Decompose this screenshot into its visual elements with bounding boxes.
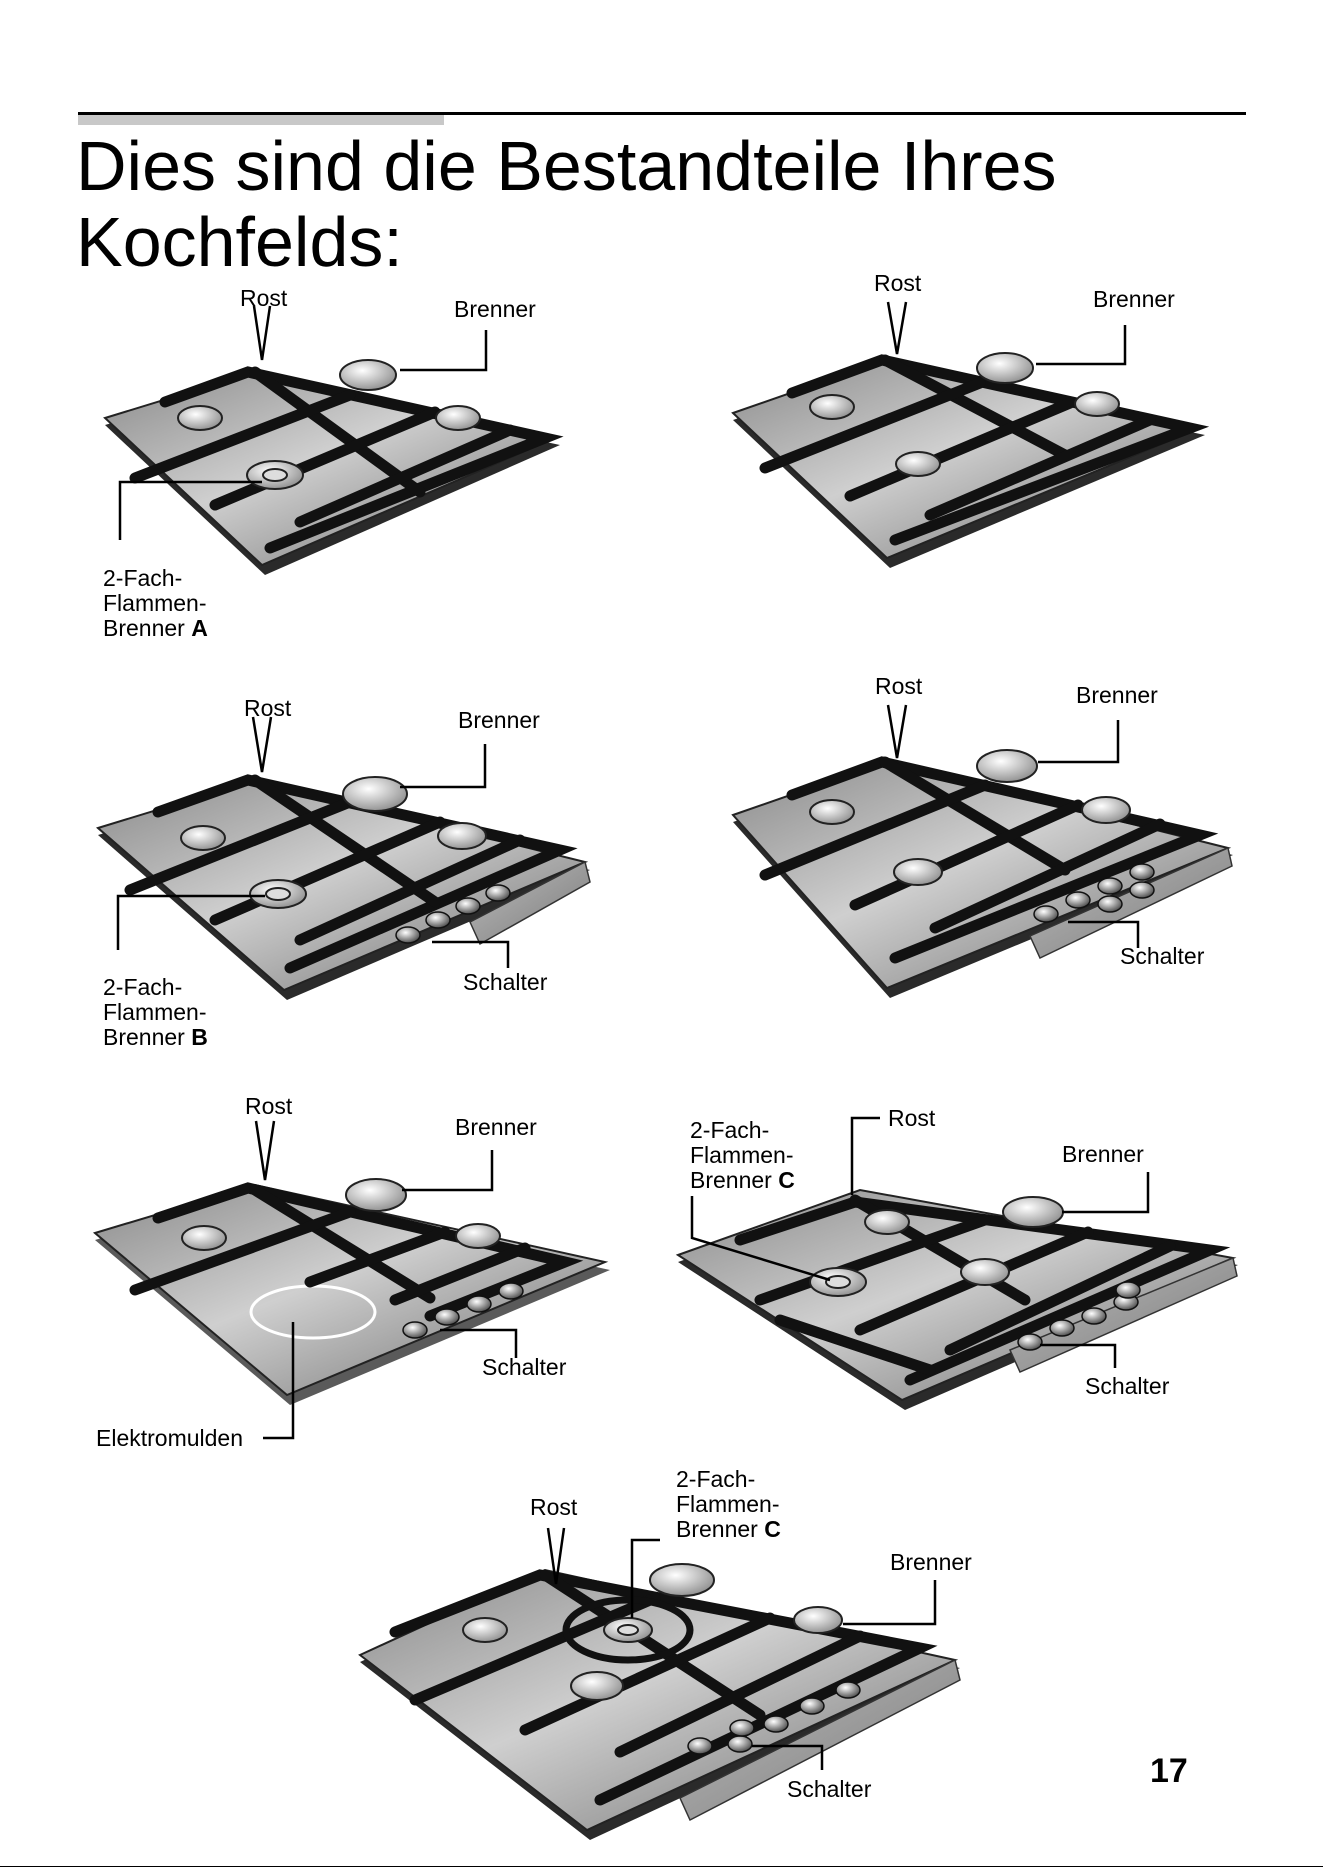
label-two-flame-2: Flammen- [690, 1142, 794, 1168]
knob-icon [1017, 1281, 1141, 1351]
header-accent-bar [78, 115, 444, 125]
label-rost: Rost [874, 270, 922, 296]
hob-figure-2: Rost Brenner [731, 270, 1210, 568]
label-brenner: Brenner [890, 1549, 972, 1575]
label-letter-c: C [764, 1516, 781, 1542]
svg-text:Brenner C: Brenner C [676, 1516, 781, 1542]
label-rost: Rost [530, 1494, 578, 1520]
label-two-flame-2: Flammen- [676, 1491, 780, 1517]
label-two-flame-3: Brenner [690, 1167, 772, 1193]
label-letter-c: C [778, 1167, 795, 1193]
label-schalter: Schalter [1085, 1373, 1170, 1399]
svg-text:Brenner A: Brenner A [103, 615, 208, 641]
label-brenner: Brenner [1093, 286, 1175, 312]
header-rule [78, 112, 1246, 115]
knob-icon [1033, 863, 1155, 923]
burner-icon [181, 1178, 501, 1251]
label-two-flame-1: 2-Fach- [103, 974, 182, 1000]
page-number: 17 [1150, 1752, 1188, 1790]
label-two-flame-2: Flammen- [103, 999, 207, 1025]
label-two-flame-1: 2-Fach- [690, 1117, 769, 1143]
hob-figure-1: Rost Brenner 2-Fach- Flammen- Brenner A [103, 285, 564, 641]
page-title: Dies sind die Bestandteile Ihres Kochfel… [76, 128, 1246, 280]
label-schalter: Schalter [1120, 943, 1205, 969]
label-two-flame-1: 2-Fach- [676, 1466, 755, 1492]
hob-figure-7: Rost Brenner Schalter 2-Fach- Flammen- B… [358, 1466, 972, 1840]
footer-rule [0, 1866, 1323, 1867]
label-schalter: Schalter [787, 1776, 872, 1802]
label-two-flame-3: Brenner [103, 615, 185, 641]
label-rost: Rost [240, 285, 288, 311]
label-two-flame-2: Flammen- [103, 590, 207, 616]
label-rost: Rost [245, 1093, 293, 1119]
label-two-flame-3: Brenner [103, 1024, 185, 1050]
page-title-line-1: Dies sind die Bestandteile Ihres [76, 127, 1057, 205]
label-rost: Rost [875, 673, 923, 699]
svg-text:Brenner C: Brenner C [690, 1167, 795, 1193]
label-letter-b: B [191, 1024, 208, 1050]
hob-figure-3: Rost Brenner Schalter 2-Fach- Flammen- B… [95, 695, 591, 1050]
knob-icon [395, 884, 511, 944]
label-elektromulden: Elektromulden [96, 1425, 243, 1451]
label-rost: Rost [888, 1105, 936, 1131]
page-title-line-2: Kochfelds: [76, 203, 403, 281]
knob-icon [402, 1282, 524, 1339]
label-rost: Rost [244, 695, 292, 721]
label-two-flame-3: Brenner [676, 1516, 758, 1542]
hob-figure-4: Rost Brenner Schalter [731, 673, 1233, 998]
knob-icon [687, 1681, 861, 1755]
svg-text:Brenner B: Brenner B [103, 1024, 208, 1050]
label-brenner: Brenner [455, 1114, 537, 1140]
label-schalter: Schalter [463, 969, 548, 995]
label-schalter: Schalter [482, 1354, 567, 1380]
hob-figure-6: Rost Brenner Schalter 2-Fach- Flammen- B… [675, 1105, 1238, 1410]
label-brenner: Brenner [458, 707, 540, 733]
burner-icon [809, 352, 1120, 477]
label-two-flame-1: 2-Fach- [103, 565, 182, 591]
label-brenner: Brenner [1076, 682, 1158, 708]
label-brenner: Brenner [454, 296, 536, 322]
burner-icon [462, 1563, 843, 1701]
label-letter-a: A [191, 615, 208, 641]
hob-figure-5: Rost Brenner Schalter Elektromulden [92, 1093, 610, 1451]
burner-icon [809, 749, 1131, 886]
burner-icon [180, 776, 487, 909]
label-brenner: Brenner [1062, 1141, 1144, 1167]
